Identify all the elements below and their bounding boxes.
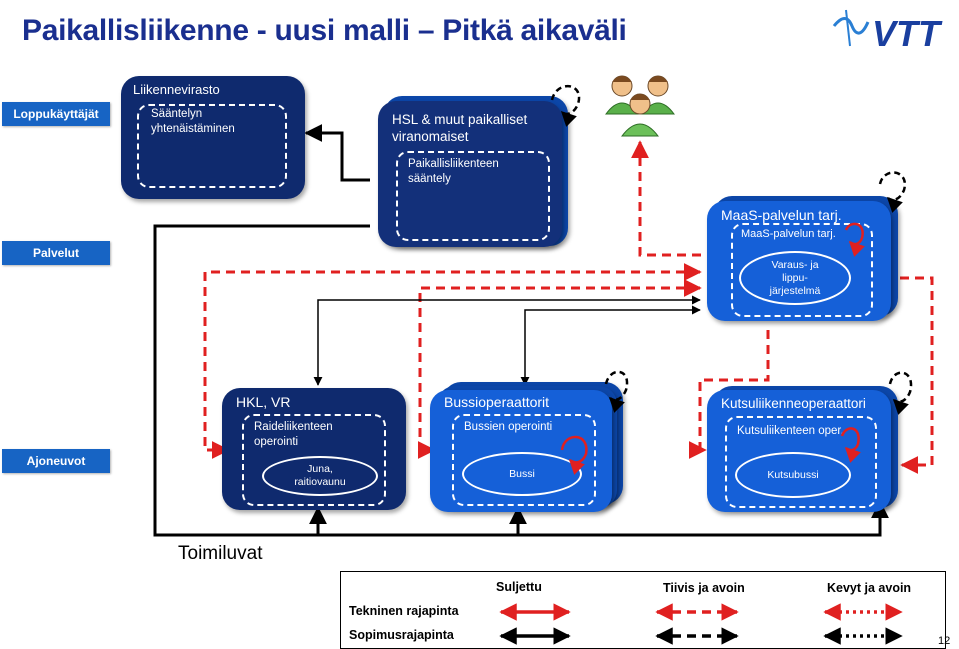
legend-row-tekninen: Tekninen rajapinta [349,604,459,618]
maas-ellipse: Varaus- ja lippu- järjestelmä [739,251,851,305]
hkl-box: HKL, VR Raideliikenteen operointi Juna, … [222,388,406,510]
hkl-ellipse: Juna, raitiovaunu [262,456,378,496]
hsl-inner-text: Paikallisliikenteen sääntely [408,158,499,185]
legend-col-suljettu: Suljettu [496,580,542,594]
legend-row-sopimus: Sopimusrajapinta [349,628,454,642]
vtt-logo: VTT [832,9,943,52]
row-label-palvelut: Palvelut [2,241,110,265]
regulation-line [304,124,370,182]
row-label-ajoneuvot: Ajoneuvot [2,449,110,473]
hkl-inner-text: Raideliikenteen operointi [254,421,333,448]
kutsu-box: Kutsuliikenneoperaattori Kutsuliikenteen… [707,390,891,512]
maas-box: MaaS-palvelun tarj. MaaS-palvelun tarj. … [707,201,891,321]
users-icon [605,75,675,137]
liikennevirasto-inner-text: Sääntelyn yhtenäistäminen [151,108,235,135]
liikennevirasto-inner-box [137,104,287,188]
hsl-box: HSL & muut paikalliset viranomaiset Paik… [378,101,562,247]
bussi-inner-text: Bussien operointi [464,421,553,433]
logo-text: VTT [872,13,943,52]
liikennevirasto-header: Liikennevirasto [133,82,220,97]
bussi-inner-box [452,414,596,506]
hkl-inner-box [242,414,386,506]
hsl-header: HSL & muut paikalliset viranomaiset [392,112,528,144]
bussi-header: Bussioperaattorit [444,394,550,410]
toimiluvat-label: Toimiluvat [178,543,263,564]
kutsu-ellipse: Kutsubussi [735,452,851,498]
maas-to-kutsu-line [688,330,770,459]
row-label-loppukayttajat: Loppukäyttäjät [2,102,110,126]
red-top-loop [203,263,702,459]
legend: Suljettu Tiivis ja avoin Kevyt ja avoin … [340,571,946,649]
legend-col-kevyt: Kevyt ja avoin [827,581,912,595]
kutsu-inner-text: Kutsuliikenteen oper. [737,425,844,437]
bussi-box: Bussioperaattorit Bussien operointi Buss… [430,390,612,512]
page-title: Paikallisliikenne - uusi malli – Pitkä a… [22,14,627,47]
kutsu-header: Kutsuliikenneoperaattori [721,396,866,411]
maas-inner-text: MaaS-palvelun tarj. [741,228,836,240]
liikennevirasto-box: Liikennevirasto Sääntelyn yhtenäistämine… [121,76,305,199]
legend-line-samples [499,603,903,645]
toimiluvat-line [153,224,889,537]
page-number: 12 [938,635,951,647]
users-to-maas-line [631,140,706,257]
bussi-ellipse: Bussi [462,452,582,496]
hsl-inner-box [396,151,550,241]
maas-inner-box [731,223,873,317]
legend-col-tiivis: Tiivis ja avoin [663,581,745,595]
hkl-header: HKL, VR [236,394,291,410]
maas-header: MaaS-palvelun tarj. [721,207,842,223]
kutsu-inner-box [725,416,877,508]
